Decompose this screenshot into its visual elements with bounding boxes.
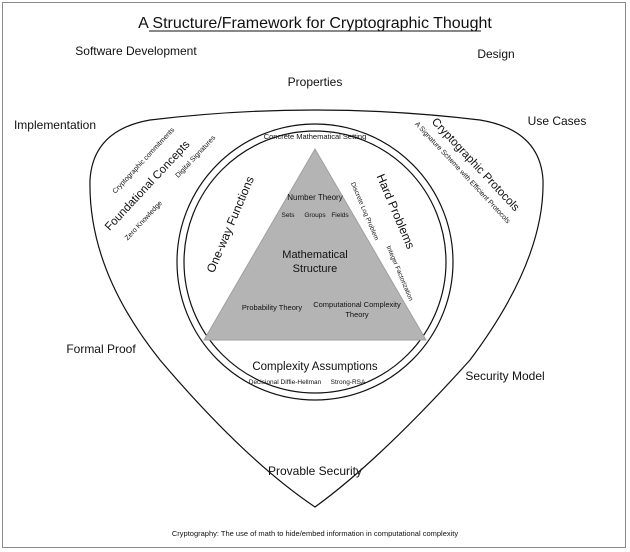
- label-properties: Properties: [288, 75, 343, 89]
- subtitle-signature-scheme: A Signature Scheme with Efficient Protoc…: [413, 121, 511, 226]
- label-use-cases: Use Cases: [528, 114, 587, 128]
- outer-rounded-triangle: [89, 109, 544, 508]
- footer-caption: Cryptography: The use of math to hide/em…: [172, 529, 459, 538]
- item-strong-rsa: Strong-RSA: [331, 379, 366, 386]
- label-provable-security: Provable Security: [268, 464, 362, 478]
- heading-one-way-functions: One-way Functions: [204, 174, 257, 275]
- label-concrete-mathematical-setting: Concrete Mathematical Setting: [264, 132, 367, 141]
- label-formal-proof: Formal Proof: [66, 342, 136, 356]
- label-software-development: Software Development: [75, 44, 197, 58]
- heading-complexity-assumptions: Complexity Assumptions: [252, 361, 378, 373]
- inner-circle: [183, 130, 447, 394]
- label-number-theory: Number Theory: [287, 193, 342, 202]
- diagram-title: A Structure/Framework for Cryptographic …: [138, 15, 492, 32]
- outer-circle: [176, 123, 454, 401]
- item-decisional-diffie-hellman: Decisional Diffie-Hellman: [249, 379, 322, 386]
- item-groups: Groups: [304, 212, 326, 219]
- item-fields: Fields: [331, 212, 349, 219]
- heading-hard-problems: Hard Problems: [374, 172, 418, 251]
- label-theory: Theory: [345, 310, 369, 319]
- label-implementation: Implementation: [14, 118, 96, 132]
- label-structure: Structure: [293, 263, 338, 275]
- label-design: Design: [477, 47, 514, 61]
- math-triangle: [203, 148, 427, 341]
- label-probability-theory: Probability Theory: [242, 303, 303, 312]
- label-security-model: Security Model: [465, 369, 544, 383]
- label-mathematical: Mathematical: [282, 249, 347, 261]
- item-sets: Sets: [281, 212, 295, 219]
- heading-cryptographic-protocols: Cryptographic Protocols: [429, 116, 522, 214]
- label-computational-complexity: Computational Complexity: [313, 300, 401, 309]
